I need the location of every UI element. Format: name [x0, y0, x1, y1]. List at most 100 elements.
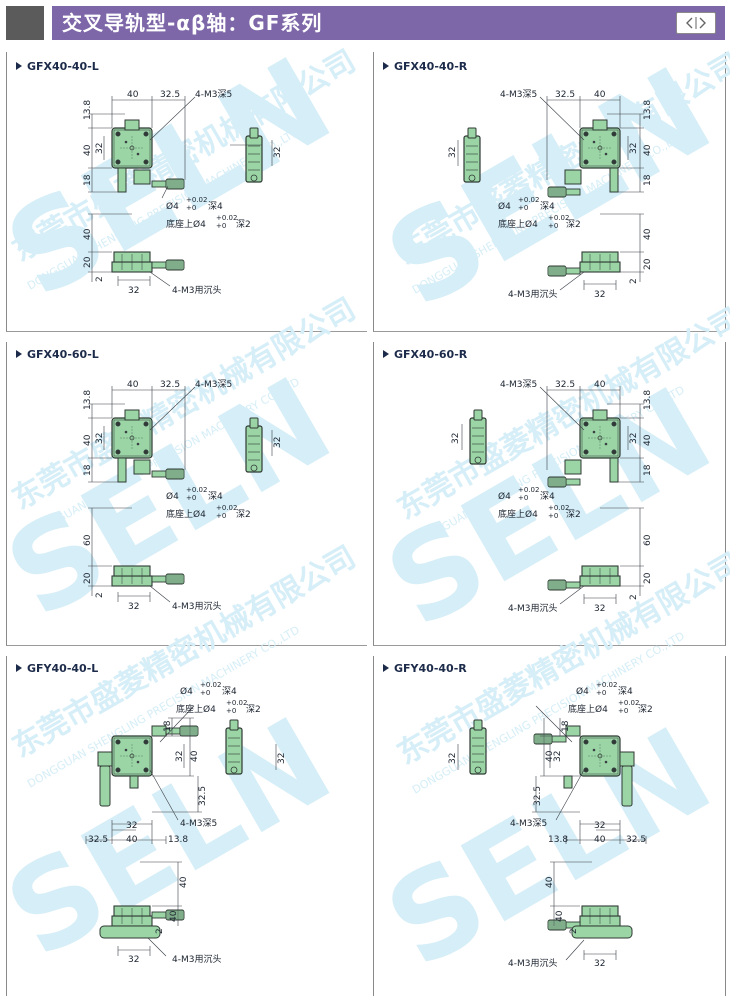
dim-label: 40: [545, 750, 555, 762]
dim-label: +0.02: [200, 681, 221, 689]
dim-label: 2: [95, 592, 105, 598]
dim-label: 2: [95, 276, 105, 282]
dim-label: +0: [518, 494, 528, 502]
dim-label: 4-M3用沉头: [172, 601, 221, 612]
dim-label: 4-M3用沉头: [172, 954, 221, 965]
dim-label: 32: [594, 821, 605, 831]
dim-label: 深4: [540, 491, 555, 502]
dim-label: Ø4: [498, 491, 511, 502]
dim-label: 13.8: [643, 100, 653, 120]
panel-gfy40-40-l: [6, 656, 367, 996]
dim-label: +0: [216, 222, 226, 230]
dim-label: 40: [83, 144, 93, 156]
dim-label: 32.5: [198, 786, 208, 806]
dim-label: +0: [216, 512, 226, 520]
dim-label: 18: [643, 464, 653, 476]
triangle-icon: [16, 62, 22, 70]
dim-label: +0: [186, 494, 196, 502]
dim-label: 2: [629, 594, 639, 600]
dim-label: 40: [594, 90, 606, 100]
dim-label: 18: [163, 720, 173, 732]
panel-gfy40-40-r: [373, 656, 726, 996]
dim-label: Ø4: [166, 491, 179, 502]
dim-label: 4-M3用沉头: [172, 285, 221, 296]
dim-label: 40: [169, 910, 179, 922]
dim-label: 40: [83, 434, 93, 446]
dim-label: 32: [126, 821, 137, 831]
dim-label: 20: [643, 258, 653, 270]
triangle-icon: [16, 664, 22, 672]
dim-label: +0.02: [618, 699, 639, 707]
panel-gfx40-60-l: [6, 342, 367, 646]
dim-label: 32.5: [626, 835, 646, 845]
dim-label: +0.02: [226, 699, 247, 707]
dim-label: 32: [451, 433, 461, 444]
dim-label: 4-M3深5: [510, 818, 547, 829]
dim-label: 32: [277, 753, 287, 764]
dim-label: Ø4: [180, 686, 193, 697]
dim-label: 4-M3用沉头: [508, 603, 557, 614]
dim-label: +0.02: [548, 214, 569, 222]
header-bar: [52, 6, 725, 40]
dim-label: Ø4: [166, 201, 179, 212]
panel-label: GFX40-60-L: [16, 348, 99, 362]
dim-label: 底座上Ø4: [568, 703, 608, 715]
dim-label: 深4: [208, 201, 223, 212]
dim-label: 4-M3用沉头: [508, 289, 557, 300]
dim-label: 2: [629, 278, 639, 284]
dim-label: 13.8: [643, 390, 653, 410]
dim-label: 40: [643, 434, 653, 446]
dim-label: 13.8: [548, 835, 568, 845]
dim-label: 40: [594, 380, 606, 390]
dim-label: 40: [126, 835, 138, 845]
dim-label: +0: [186, 204, 196, 212]
dim-label: 32: [273, 437, 283, 448]
dim-label: 32: [594, 959, 605, 969]
dim-label: 13.8: [83, 100, 93, 120]
dim-label: 深4: [540, 201, 555, 212]
dim-label: +0.02: [216, 504, 237, 512]
dim-label: 4-M3深5: [500, 379, 537, 390]
dim-label: 4-M3深5: [500, 89, 537, 100]
dim-label: 底座上Ø4: [498, 508, 538, 520]
dim-label: 60: [643, 534, 653, 546]
dim-label: 40: [643, 228, 653, 240]
dim-label: 18: [643, 174, 653, 186]
dim-label: 2: [155, 928, 165, 934]
dim-label: 60: [83, 534, 93, 546]
dim-label: 40: [83, 228, 93, 240]
dim-label: 2: [569, 928, 579, 934]
dim-label: 20: [83, 256, 93, 268]
dim-label: 32: [629, 433, 639, 444]
dim-label: +0.02: [518, 486, 539, 494]
dim-label: +0.02: [518, 196, 539, 204]
dim-label: 32: [273, 147, 283, 158]
dim-label: Ø4: [498, 201, 511, 212]
dim-label: 32.5: [160, 90, 180, 100]
dim-label: 32: [128, 602, 139, 612]
dim-label: 32: [128, 955, 139, 965]
dim-label: 32: [629, 143, 639, 154]
dim-label: 13.8: [83, 390, 93, 410]
dim-label: +0: [548, 222, 558, 230]
nav-button[interactable]: [676, 12, 716, 34]
dim-label: 32: [95, 433, 105, 444]
dim-label: 40: [643, 144, 653, 156]
dim-label: 18: [561, 720, 571, 732]
dim-label: +0.02: [596, 681, 617, 689]
triangle-icon: [383, 62, 389, 70]
dim-label: +0: [518, 204, 528, 212]
triangle-icon: [383, 664, 389, 672]
dim-label: 底座上Ø4: [166, 218, 206, 230]
dim-label: 底座上Ø4: [166, 508, 206, 520]
dim-label: 深4: [222, 686, 237, 697]
dim-label: 40: [127, 380, 139, 390]
dim-label: 40: [555, 910, 565, 922]
dim-label: Ø4: [576, 686, 589, 697]
dim-label: 深2: [566, 509, 581, 520]
panel-label: GFX40-40-L: [16, 60, 99, 74]
dim-label: 32: [448, 753, 458, 764]
dim-label: 32: [448, 147, 458, 158]
dim-label: 13.8: [168, 835, 188, 845]
